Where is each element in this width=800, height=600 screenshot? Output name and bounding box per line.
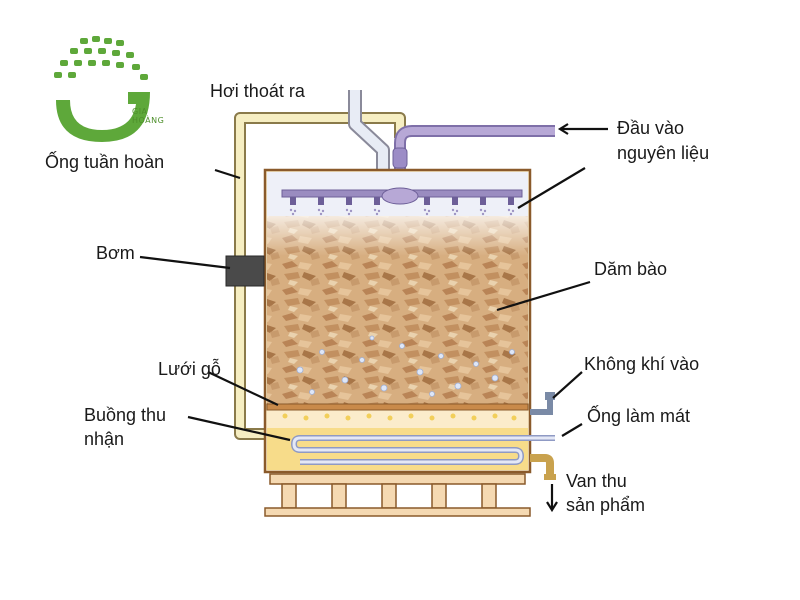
feed-valve [392, 147, 408, 169]
leader-mesh [207, 371, 279, 406]
label-pump: Bơm [96, 243, 135, 263]
air-bubbles [296, 335, 515, 397]
label-collect-line1: Buồng thu [84, 405, 167, 425]
pump [225, 255, 265, 287]
label-valve-line2: sản phẩm [566, 495, 646, 515]
leader-shavings [496, 280, 591, 312]
leader-air [552, 371, 583, 399]
leader-valve-arrow [546, 501, 558, 513]
leader-recirc [214, 168, 241, 180]
leader-spray [517, 167, 586, 209]
product-valve [530, 454, 554, 476]
leader-feed-arrow [557, 123, 569, 135]
leader-pump [139, 255, 231, 270]
label-feed-in-line2: nguyên liệu [617, 143, 710, 163]
label-collect-line2: nhận [84, 429, 125, 449]
leader-collect [187, 415, 291, 442]
air-inlet [530, 396, 553, 415]
wooden-stand [264, 473, 531, 517]
leader-cooling [561, 423, 583, 437]
label-wood-shavings: Dăm bào [594, 259, 668, 279]
label-air-in: Không khí vào [584, 354, 700, 374]
label-cooling-pipe: Ống làm mát [587, 406, 691, 426]
label-valve-line1: Van thu [566, 471, 627, 491]
logo-leaves-icon [54, 36, 148, 80]
brand-logo: GIA HOÀNG [40, 30, 170, 150]
spray-nozzles [290, 197, 514, 205]
label-wood-mesh: Lưới gỗ [158, 359, 221, 379]
label-recirc-pipe: Ống tuần hoàn [45, 152, 165, 172]
drips [282, 413, 517, 421]
label-steam-out: Hơi thoát ra [210, 81, 305, 101]
wooden-mesh [266, 403, 529, 411]
label-feed-in-line1: Đầu vào [617, 118, 685, 138]
brand-name: GIA HOÀNG [132, 107, 165, 125]
logo-g-icon [56, 92, 150, 142]
